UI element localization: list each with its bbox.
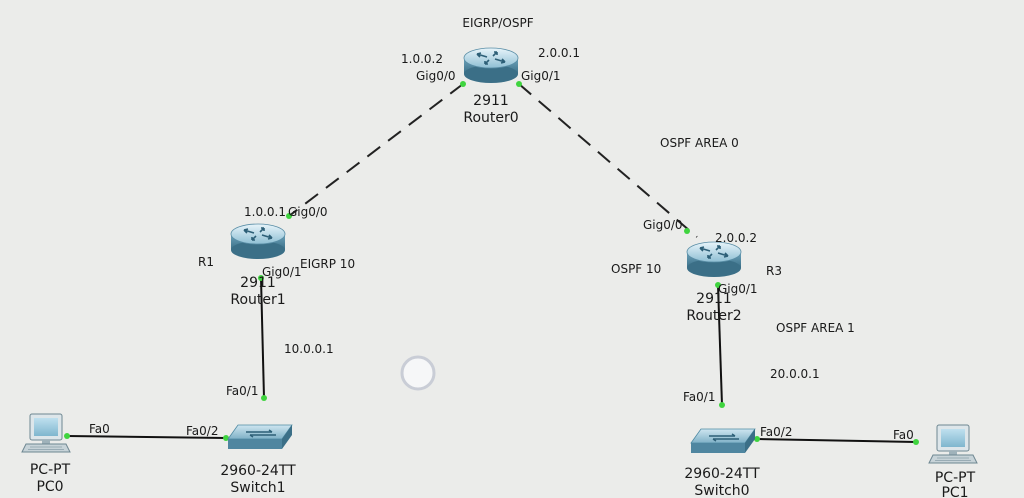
ip-lan1: 10.0.0.1 (284, 342, 334, 356)
switch1-name: Switch1 (230, 480, 285, 496)
ip-lan2: 20.0.0.1 (770, 367, 820, 381)
port-dot-r1-gig00 (286, 213, 292, 219)
port-label-sw1-fa02: Fa0/2 (186, 424, 218, 438)
switch1-model: 2960-24TT (220, 463, 296, 479)
port-dot-pc0-fa0 (64, 433, 70, 439)
port-dot-sw0-fa01 (719, 402, 725, 408)
switch0-name: Switch0 (694, 483, 749, 498)
port-dot-r2-gig01 (715, 282, 721, 288)
router1-icon[interactable] (230, 223, 286, 260)
pc1-icon[interactable] (928, 424, 978, 464)
pc0-name: PC0 (36, 479, 63, 495)
ospf-area1-label: OSPF AREA 1 (776, 321, 855, 335)
port-dot-r1-gig01 (258, 275, 264, 281)
port-dot-sw1-fa02 (223, 435, 229, 441)
router0-name: Router0 (463, 110, 518, 126)
router2-icon[interactable] (686, 241, 742, 278)
router1-model: 2911 (240, 275, 276, 291)
r1-label: R1 (198, 255, 214, 269)
port-label-pc1-fa0: Fa0 (893, 428, 914, 442)
port-label-sw0-fa02: Fa0/2 (760, 425, 792, 439)
router1-name: Router1 (230, 292, 285, 308)
ospf10-label: OSPF 10 (611, 262, 661, 276)
link-router2-switch0[interactable] (717, 284, 723, 406)
router0-model: 2911 (473, 93, 509, 109)
pc1-name: PC1 (941, 485, 968, 498)
ip-r0-left: 1.0.0.2 (401, 52, 443, 66)
ospf-area0-label: OSPF AREA 0 (660, 136, 739, 150)
port-dot-r0-gig01 (516, 81, 522, 87)
router2-name: Router2 (686, 308, 741, 324)
pc0-model: PC-PT (30, 462, 71, 478)
port-label-sw0-fa01: Fa0/1 (683, 390, 715, 404)
switch0-model: 2960-24TT (684, 466, 760, 482)
port-dot-pc1-fa0 (913, 439, 919, 445)
link-pc0-switch1[interactable] (66, 435, 227, 439)
port-label-r1-gig01: Gig0/1 (262, 265, 302, 279)
port-dot-sw0-fa02 (754, 436, 760, 442)
port-label-r2-gig00: Gig0/0 (643, 218, 683, 232)
switch1-icon[interactable] (227, 424, 293, 450)
eigrp10-label: EIGRP 10 (300, 257, 355, 271)
port-label-pc0-fa0: Fa0 (89, 422, 110, 436)
link-router1-switch1[interactable] (260, 277, 265, 399)
switch0-icon[interactable] (690, 428, 756, 454)
router2-model: 2911 (696, 291, 732, 307)
port-label-r1-gig00: Gig0/0 (288, 205, 328, 219)
ip-r1-gig00: 1.0.0.1 (244, 205, 286, 219)
top-protocol-label: EIGRP/OSPF (462, 16, 533, 30)
r3-label: R3 (766, 264, 782, 278)
link-switch0-pc1[interactable] (756, 438, 917, 443)
ip-r2-gig00: 2.0.0.2 (715, 231, 757, 245)
link-router0-router2[interactable] (518, 83, 698, 238)
port-label-r0-gig00: Gig0/0 (416, 69, 456, 83)
pc0-icon[interactable] (21, 413, 71, 453)
port-label-sw1-fa01: Fa0/1 (226, 384, 258, 398)
port-dot-sw1-fa01 (261, 395, 267, 401)
pc1-model: PC-PT (935, 470, 976, 486)
cursor-ring (400, 355, 436, 391)
port-dot-r0-gig00 (460, 81, 466, 87)
ip-r0-right: 2.0.0.1 (538, 46, 580, 60)
port-label-r0-gig01: Gig0/1 (521, 69, 561, 83)
port-dot-r2-gig00 (684, 228, 690, 234)
link-router0-router1[interactable] (288, 83, 464, 217)
port-label-r2-gig01: Gig0/1 (718, 282, 758, 296)
router0-icon[interactable] (463, 47, 519, 84)
